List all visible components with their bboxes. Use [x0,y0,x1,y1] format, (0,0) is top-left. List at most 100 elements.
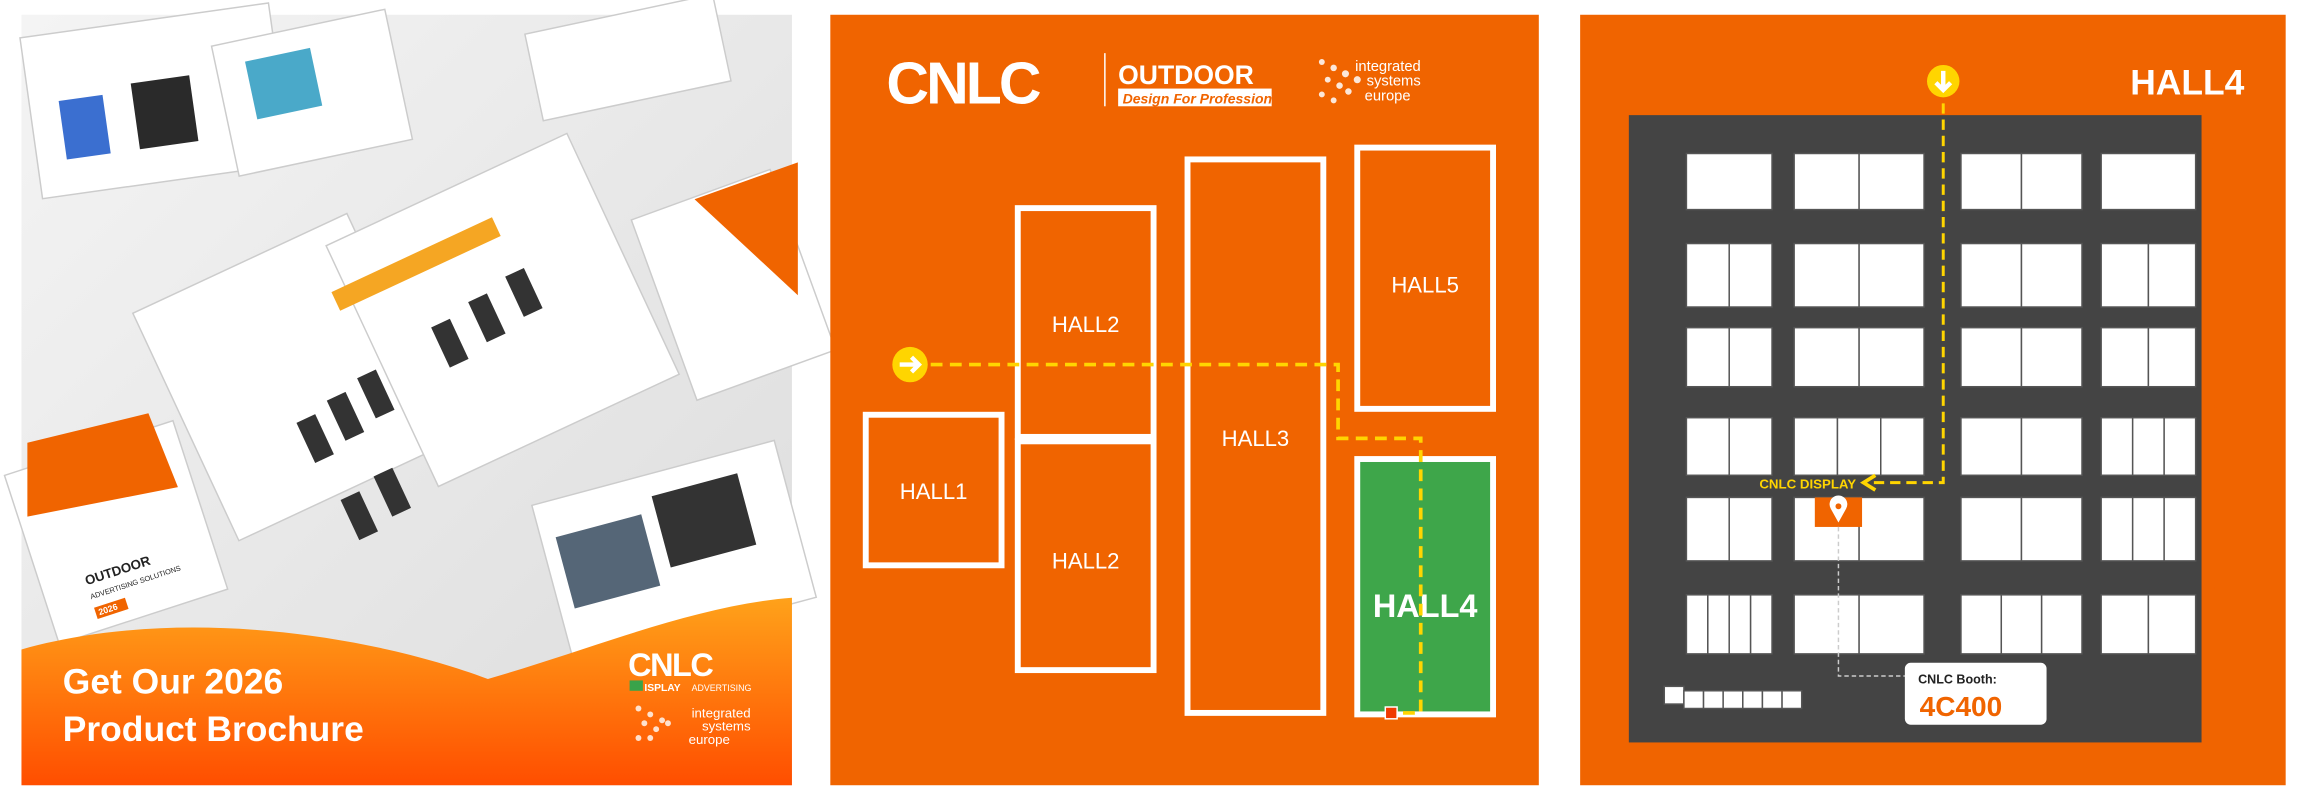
booth-stand[interactable] [2147,242,2197,308]
booth-stand[interactable] [1858,594,1925,655]
booth-stand[interactable] [2100,242,2150,308]
booth-stand[interactable] [1749,594,1773,655]
booth-stand[interactable] [1722,690,1744,710]
booth-leader-line [1837,526,1905,677]
booth-stand[interactable] [2020,496,2083,562]
booth-stand[interactable] [2100,326,2150,388]
booth-stand[interactable] [1793,416,1839,477]
booth-stand[interactable] [1836,416,1882,477]
booth-stand[interactable] [2147,326,2197,388]
hall1-label: HALL1 [900,479,968,504]
booth-stand[interactable] [1858,152,1925,211]
booth-stand[interactable] [1793,326,1860,388]
svg-text:CNLC: CNLC [886,50,1040,116]
booth-stand[interactable] [1960,152,2023,211]
booth-callout: CNLC Booth: 4C400 [1904,662,2047,725]
booth-stand[interactable] [2040,594,2083,655]
hall5[interactable] [1354,144,1497,412]
booth-marker [1384,706,1398,720]
ise-logo: integrated systems europe [635,705,751,747]
booth-stand[interactable] [2131,496,2165,562]
booth-stand[interactable] [1793,242,1860,308]
booth-stand[interactable] [1781,690,1803,710]
booth-stand[interactable] [1685,416,1730,477]
hall4-label: HALL4 [1373,588,1478,624]
hall3-label: HALL3 [1222,426,1290,451]
booth-stand[interactable] [2131,416,2165,477]
booth-stand[interactable] [1728,416,1773,477]
cnlc-display-label: CNLC DISPLAY [1759,477,1856,492]
booth-stand[interactable] [2163,416,2197,477]
svg-text:F: F [2207,225,2217,243]
brochure-panel: OUTDOOR ADVERTISING SOLUTIONS 2026 Get O… [3,0,837,786]
booth-stand[interactable] [1728,496,1773,562]
hall4-route-path [1867,103,1945,485]
booth-stand[interactable] [1728,326,1773,388]
hall5-label: HALL5 [1391,272,1459,297]
svg-text:G: G [2206,140,2219,158]
hall2-bottom-label: HALL2 [1052,548,1120,573]
row-labels: G F E D C B A [2206,140,2219,679]
booth-stand[interactable] [1685,496,1730,562]
booth-stand[interactable] [2000,594,2043,655]
location-pin-icon [1829,495,1848,523]
booth-stand[interactable] [1707,594,1730,655]
booth-stand[interactable] [1728,242,1773,308]
booth-stand[interactable] [1793,152,1860,211]
hall2-top[interactable] [1014,205,1157,440]
booth-stand[interactable] [1683,690,1705,710]
booth-stand[interactable] [2147,594,2197,655]
booth-stand[interactable] [1960,416,2023,477]
hall2-top-label: HALL2 [1052,312,1120,337]
booth-stand[interactable] [2163,496,2197,562]
booth-stand[interactable] [1960,496,2023,562]
hall4-map-panel: HALL4 G F E D C B A CNLC DISPLAY CNLC Bo… [1580,14,2286,786]
booth-number: 4C400 [1920,691,2003,722]
booth-stand[interactable] [1685,242,1730,308]
booth-stand[interactable] [1702,690,1724,710]
booth-stand[interactable] [1793,594,1860,655]
booth-stand[interactable] [1742,690,1764,710]
booth-stand[interactable] [1880,416,1925,477]
booth-stand[interactable] [1685,594,1709,655]
svg-text:A: A [2206,661,2217,679]
booth-stand[interactable] [1858,242,1925,308]
booth-label: CNLC Booth: [1918,672,1997,686]
hall4-highlighted[interactable] [1354,456,1497,718]
venue-map-panel: CNLC OUTDOOR Design For Professional int… [830,14,1539,786]
hall4-title: HALL4 [2130,62,2244,102]
svg-text:integrated: integrated [692,705,751,720]
booth-stand[interactable] [1685,152,1773,211]
booth-stand[interactable] [1858,326,1925,388]
booth-stand[interactable] [2020,416,2083,477]
arrow-left-icon [1860,473,1877,492]
cnlc-display-logo: CNLC ISPLAY ADVERTISING [628,647,751,694]
booth-stand[interactable] [2100,496,2134,562]
entrance-arrow-down-icon [1927,64,1960,98]
booth-stand[interactable] [1960,594,2003,655]
hall3[interactable] [1184,156,1327,716]
booth-stand[interactable] [1663,685,1685,705]
booth-stand[interactable] [2100,152,2197,211]
svg-text:systems: systems [1367,74,1421,90]
booth-stand[interactable] [1761,690,1783,710]
svg-text:ADVERTISING: ADVERTISING [692,683,752,693]
headline-line1: Get Our 2026 [63,662,283,702]
entrance-arrow-icon [892,346,928,383]
booth-stand[interactable] [1960,242,2023,308]
hall2-bottom[interactable] [1014,438,1157,674]
svg-text:CNLC: CNLC [628,647,713,683]
booth-stand[interactable] [2100,416,2134,477]
svg-text:B: B [2206,579,2217,597]
booth-stand[interactable] [1728,594,1752,655]
booth-stand[interactable] [2100,594,2150,655]
booth-stand[interactable] [2020,152,2083,211]
booth-stand[interactable] [1960,326,2023,388]
brand-tagline: Design For Professional [1123,90,1285,106]
booth-stand[interactable] [1685,326,1730,388]
hall1[interactable] [862,411,1005,569]
booth-stand[interactable] [1858,496,1925,562]
booth-stand[interactable] [2020,326,2083,388]
booth-stand[interactable] [2020,242,2083,308]
